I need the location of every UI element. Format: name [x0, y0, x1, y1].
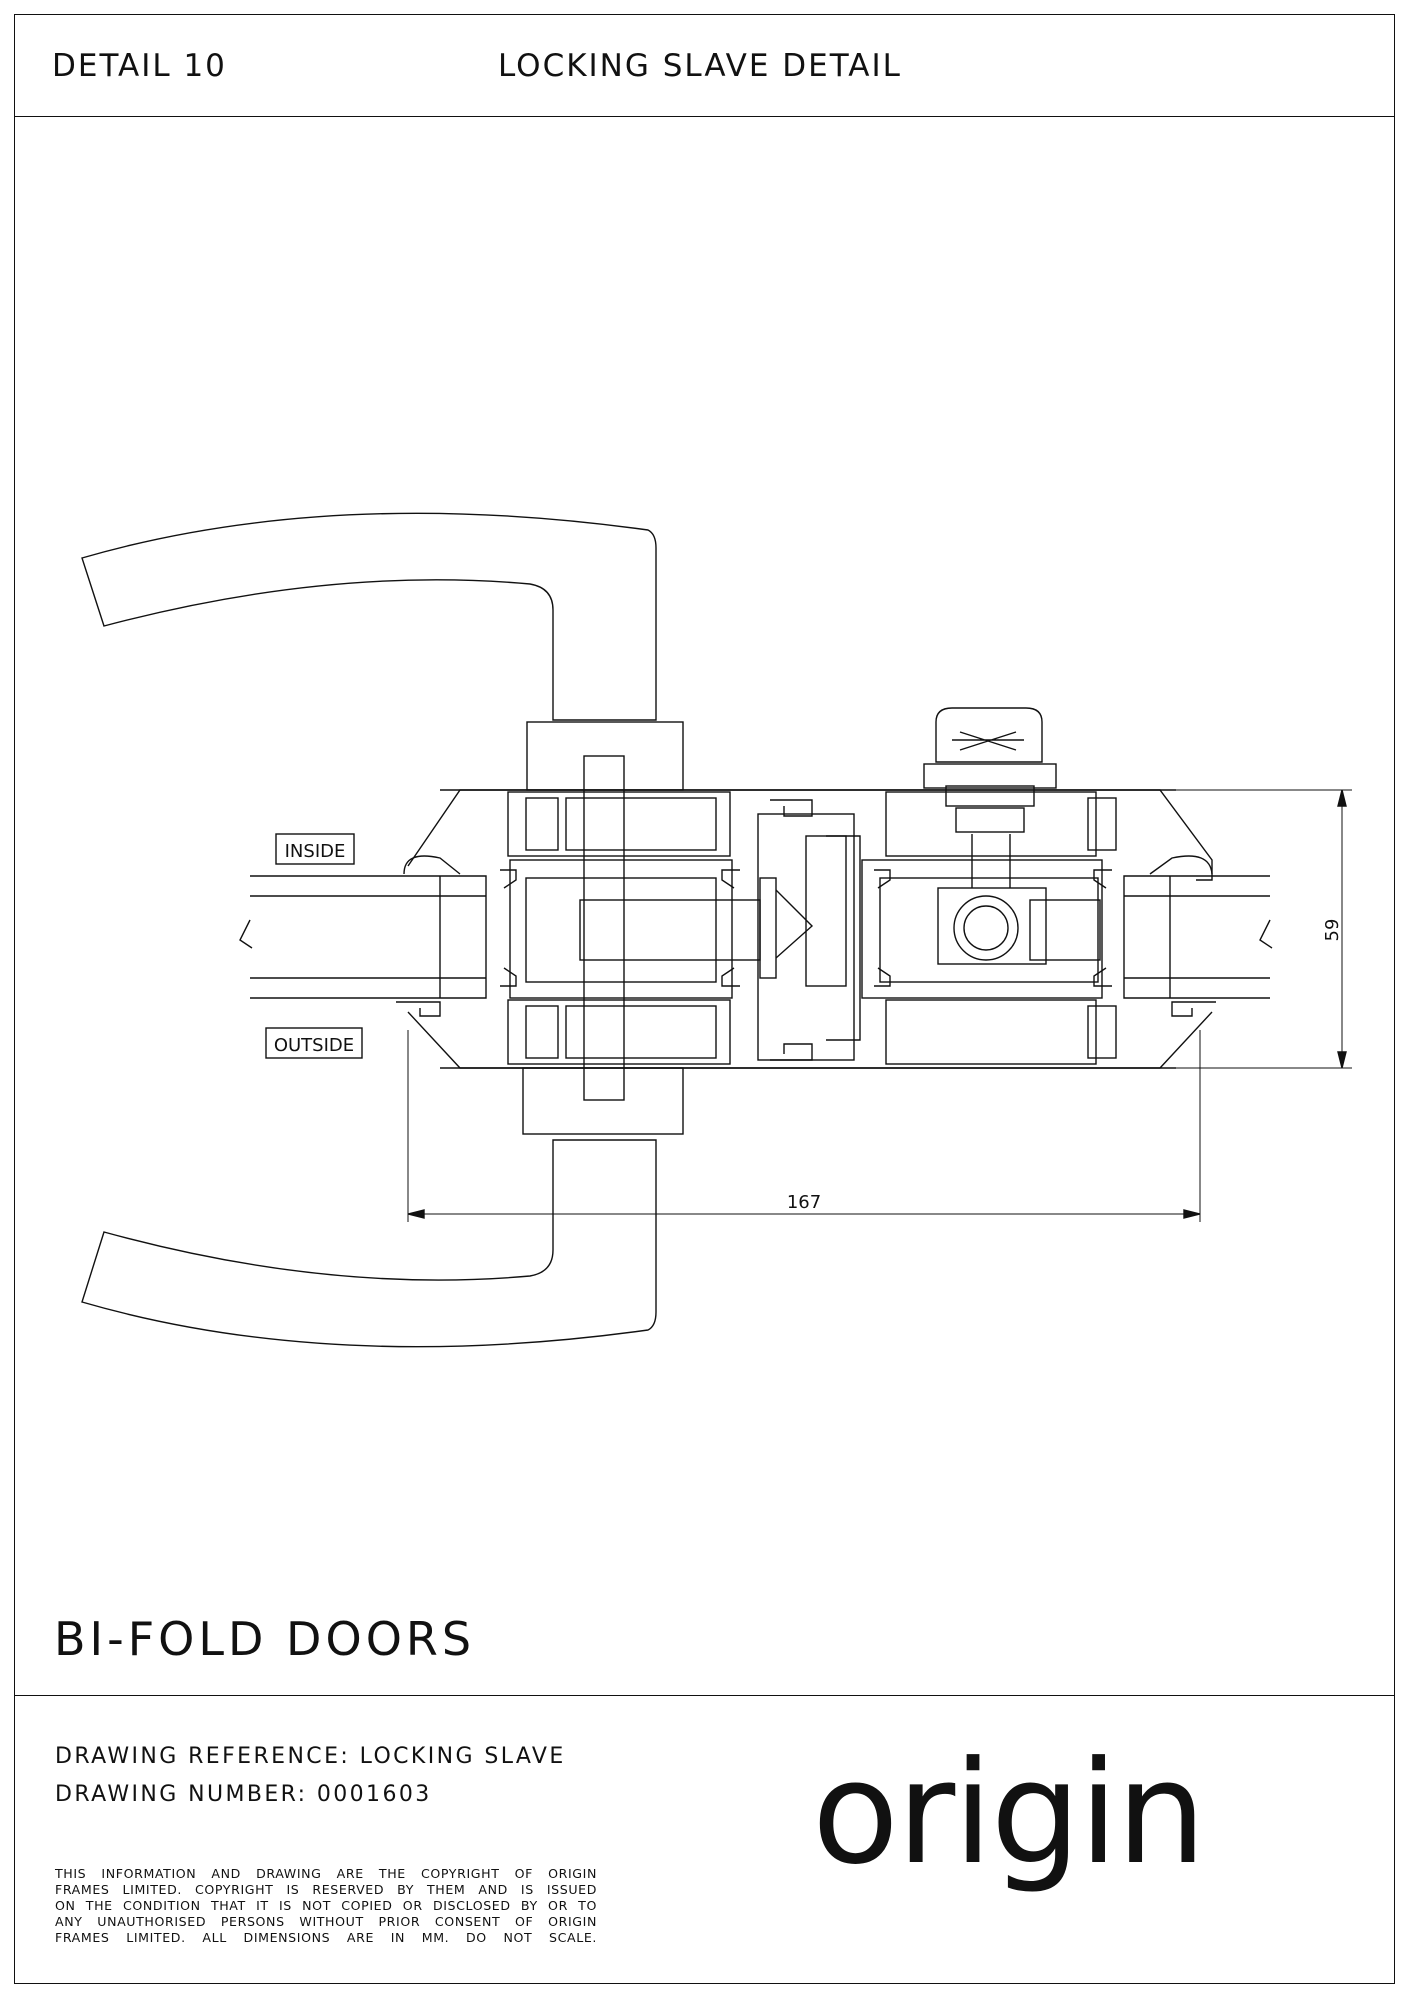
inside-label: INSIDE: [285, 841, 346, 862]
frame-profile-outline: [407, 789, 1213, 881]
copyright-line: THIS INFORMATION AND DRAWING ARE THE COP…: [55, 1866, 597, 1881]
height-dimension: 59: [1322, 919, 1343, 942]
svg-text:origin: origin: [812, 1750, 1204, 1896]
glass-left: [250, 875, 487, 999]
lock-cylinder: [937, 887, 1047, 965]
copyright-line: ON THE CONDITION THAT IT IS NOT COPIED O…: [55, 1898, 597, 1913]
drawing-reference: DRAWING REFERENCE: LOCKING SLAVE: [55, 1744, 566, 1769]
thumb-turn: [935, 707, 1043, 763]
copyright-line: FRAMES LIMITED. COPYRIGHT IS RESERVED BY…: [55, 1882, 597, 1897]
outside-label: OUTSIDE: [274, 1035, 354, 1056]
detail-number: DETAIL 10: [52, 48, 227, 84]
header-divider: [14, 116, 1395, 117]
outside-label-box: [265, 1027, 363, 1059]
titleblock-divider: [14, 1695, 1395, 1696]
drawing-number: DRAWING NUMBER: 0001603: [55, 1782, 432, 1807]
upper-lever-handle: [81, 512, 657, 721]
spindle: [583, 755, 625, 1101]
copyright-line: FRAMES LIMITED. ALL DIMENSIONS ARE IN MM…: [55, 1930, 597, 1945]
product-title: BI-FOLD DOORS: [54, 1612, 476, 1666]
lower-lever-handle: [81, 1139, 657, 1348]
origin-logo: origin: [812, 1750, 1206, 1896]
outside-rose: [522, 1067, 684, 1135]
width-dimension: 167: [787, 1192, 821, 1213]
sheet-border: [14, 14, 1395, 1984]
detail-title: LOCKING SLAVE DETAIL: [498, 48, 902, 84]
copyright-notice: THIS INFORMATION AND DRAWING ARE THE COP…: [55, 1866, 597, 1946]
inside-label-box: [275, 833, 355, 865]
copyright-line: ANY UNAUTHORISED PERSONS WITHOUT PRIOR C…: [55, 1914, 597, 1929]
glass-right: [1123, 875, 1270, 999]
